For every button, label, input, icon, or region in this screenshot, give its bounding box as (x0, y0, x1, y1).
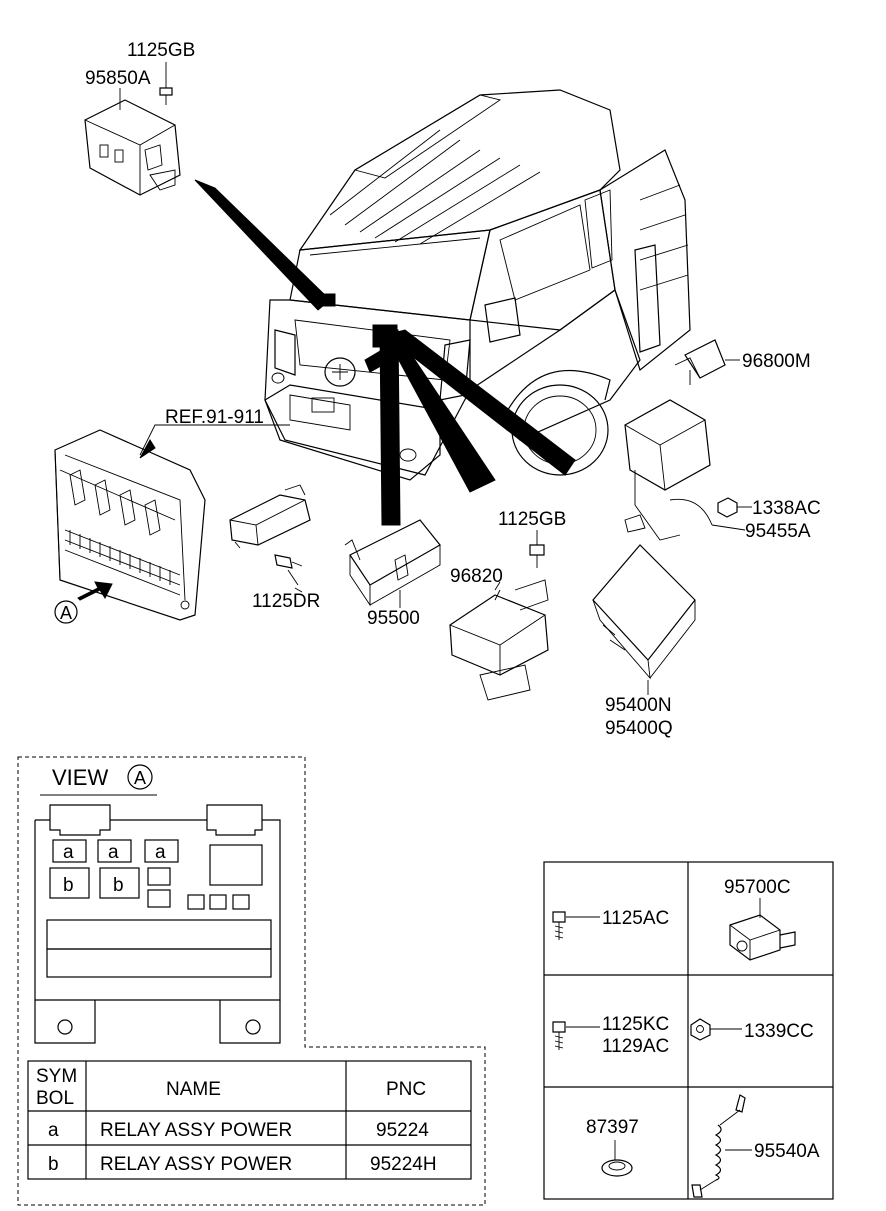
bolt-1125gb-mid (529, 530, 545, 568)
table-header-name: NAME (166, 1079, 221, 1100)
label-1338ac: 1338AC (752, 498, 821, 519)
table-row-1-symbol: a (48, 1120, 59, 1141)
label-1125dr: 1125DR (252, 591, 320, 612)
table-row-2-name: RELAY ASSY POWER (100, 1154, 292, 1175)
table-row-2-symbol: b (48, 1154, 59, 1175)
part-sensor-small (229, 484, 311, 549)
part-96800m (674, 339, 726, 379)
part-95400-module (592, 544, 696, 680)
label-1339cc: 1339CC (744, 1021, 814, 1042)
callout-a: A (54, 600, 78, 624)
parts-grid: 1125AC 95700C 1125KC 1129AC 1339CC 87397 (543, 861, 834, 1200)
bolt-1125ac-icon (552, 911, 600, 940)
grommet-87397-icon (601, 1140, 633, 1177)
view-a-arrow (77, 581, 113, 601)
table-header-bol: BOL (36, 1088, 74, 1109)
table-row-1-pnc: 95224 (376, 1120, 429, 1141)
junction-box-ref (54, 424, 290, 621)
part-95850a-module (84, 98, 181, 196)
part-96820-module (449, 579, 549, 701)
callout-a-letter: A (60, 603, 72, 623)
table-row-1-name: RELAY ASSY POWER (100, 1120, 292, 1141)
label-95455a: 95455A (745, 521, 811, 542)
label-95700c: 95700C (724, 877, 791, 898)
relay-b-2: b (113, 875, 124, 896)
label-1125gb-top: 1125GB (127, 40, 195, 61)
label-ref-91-911: REF.91-911 (165, 407, 264, 428)
relay-a-3: a (155, 842, 166, 863)
bolt-1125kc-icon (552, 1021, 600, 1050)
label-95400n: 95400N (605, 695, 672, 716)
label-1129ac: 1129AC (602, 1036, 669, 1057)
view-title: VIEW (52, 765, 108, 790)
table-header-pnc: PNC (386, 1079, 426, 1100)
relay-a-2: a (108, 842, 119, 863)
view-title-letter: A (134, 768, 146, 788)
table-row-2-pnc: 95224H (370, 1154, 437, 1175)
label-95500: 95500 (367, 608, 420, 629)
nut-1339cc-icon (690, 1018, 742, 1041)
relay-table: SYM BOL NAME PNC a RELAY ASSY POWER 9522… (27, 1060, 472, 1180)
table-header-sym: SYM (36, 1066, 77, 1087)
nut-1338ac (717, 497, 738, 518)
leader-lines (119, 88, 752, 695)
part-bracket-assembly (624, 370, 713, 541)
label-95850a: 95850A (85, 68, 151, 89)
label-95540a: 95540A (754, 1141, 820, 1162)
part-95700c-icon (729, 898, 796, 961)
bolt-1125dr (274, 554, 303, 586)
relay-a-1: a (63, 842, 74, 863)
label-1125kc: 1125KC (602, 1014, 669, 1035)
view-a-panel: VIEW A a a a b b (17, 756, 486, 1206)
bolt-1125gb-top (159, 62, 173, 105)
label-96820: 96820 (450, 566, 503, 587)
part-95500-sensor (344, 519, 441, 607)
relay-b-1: b (63, 875, 74, 896)
location-leaders (194, 179, 576, 526)
label-1125ac: 1125AC (602, 908, 669, 929)
label-87397: 87397 (586, 1117, 639, 1138)
label-1125gb-mid: 1125GB (498, 509, 566, 530)
label-96800m: 96800M (742, 351, 811, 372)
label-95400q: 95400Q (605, 718, 673, 739)
truck-illustration (264, 89, 691, 481)
cable-95540a-icon (691, 1094, 752, 1198)
